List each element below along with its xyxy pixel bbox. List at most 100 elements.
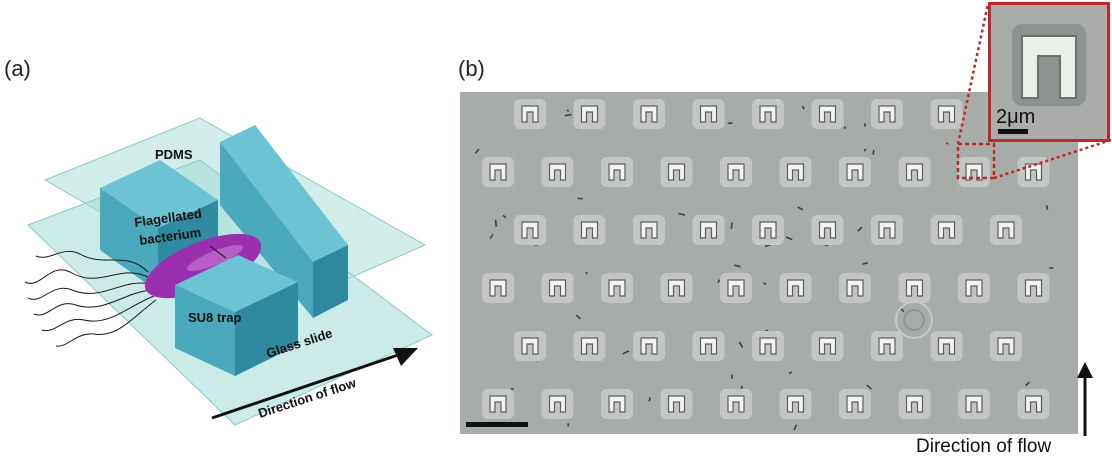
trap-halo bbox=[482, 389, 514, 419]
panel-a-label: (a) bbox=[4, 56, 31, 81]
trap bbox=[580, 337, 599, 355]
trap bbox=[905, 163, 924, 181]
trap bbox=[878, 105, 896, 123]
trap bbox=[846, 163, 864, 181]
trap-halo bbox=[958, 273, 990, 303]
debris-speck bbox=[793, 424, 798, 431]
trap-halo bbox=[482, 273, 514, 303]
trap-halo bbox=[811, 215, 844, 245]
trap bbox=[608, 279, 626, 297]
debris-speck bbox=[510, 387, 514, 391]
trap bbox=[878, 337, 896, 355]
trap-label: SU8 trap bbox=[188, 310, 242, 325]
trap bbox=[640, 221, 658, 239]
trap bbox=[759, 337, 777, 355]
debris-speck bbox=[622, 350, 630, 355]
trap bbox=[786, 163, 805, 181]
trap-halo bbox=[1017, 157, 1050, 187]
debris-speck bbox=[872, 149, 875, 155]
inset-scale-bar bbox=[998, 129, 1028, 134]
trap-halo bbox=[898, 157, 931, 187]
inset-scale-label: 2μm bbox=[996, 106, 1035, 128]
debris-speck bbox=[730, 374, 734, 379]
debris-speck bbox=[730, 222, 733, 230]
trap-halo bbox=[660, 273, 693, 303]
bubble-artefact bbox=[895, 301, 933, 339]
trap bbox=[878, 221, 896, 239]
trap bbox=[905, 279, 924, 297]
debris-speck bbox=[575, 314, 581, 320]
trap bbox=[786, 279, 805, 297]
trap bbox=[727, 395, 745, 413]
trap bbox=[548, 163, 567, 181]
trap-halo bbox=[601, 157, 633, 187]
trap bbox=[965, 279, 983, 297]
trap-halo bbox=[601, 389, 633, 419]
trap-halo bbox=[514, 99, 546, 129]
trap-halo bbox=[514, 331, 546, 361]
trap bbox=[937, 221, 956, 239]
trap bbox=[759, 105, 777, 123]
trap bbox=[640, 105, 658, 123]
debris-speck bbox=[866, 384, 872, 390]
trap-halo bbox=[660, 389, 693, 419]
debris-speck bbox=[474, 148, 480, 154]
trap bbox=[818, 105, 837, 123]
trap bbox=[965, 163, 983, 181]
debris-speck bbox=[788, 371, 793, 375]
flow-caption: Direction of flow bbox=[916, 436, 1052, 457]
trap-halo bbox=[514, 215, 546, 245]
trap-halo bbox=[541, 273, 574, 303]
trap-halo bbox=[930, 331, 963, 361]
trap-halo bbox=[633, 215, 665, 245]
trap-halo bbox=[871, 215, 903, 245]
debris-speck bbox=[801, 105, 805, 110]
trap-halo bbox=[573, 215, 606, 245]
trap-halo bbox=[633, 331, 665, 361]
trap-halo bbox=[839, 273, 871, 303]
trap-halo bbox=[541, 389, 574, 419]
debris-speck bbox=[494, 219, 498, 227]
debris-speck bbox=[857, 226, 863, 232]
trap-halo bbox=[482, 157, 514, 187]
trap bbox=[640, 337, 658, 355]
trap-halo bbox=[958, 389, 990, 419]
debris-speck bbox=[585, 271, 588, 275]
trap bbox=[727, 163, 745, 181]
debris-speck bbox=[843, 126, 847, 130]
trap bbox=[699, 105, 718, 123]
trap-halo bbox=[839, 157, 871, 187]
trap-halo bbox=[990, 215, 1022, 245]
trap-halo bbox=[573, 99, 606, 129]
trap bbox=[580, 221, 599, 239]
debris-speck bbox=[738, 341, 744, 349]
pdms-label: PDMS bbox=[155, 147, 193, 162]
trap-halo bbox=[871, 331, 903, 361]
trap-grid bbox=[482, 99, 1050, 419]
trap bbox=[905, 395, 924, 413]
trap bbox=[786, 395, 805, 413]
trap bbox=[699, 337, 718, 355]
trap-halo bbox=[871, 99, 903, 129]
trap-halo bbox=[660, 157, 693, 187]
debris-speck bbox=[945, 142, 949, 145]
trap bbox=[818, 221, 837, 239]
debris-speck bbox=[734, 264, 741, 268]
trap-halo bbox=[601, 273, 633, 303]
debris-speck bbox=[863, 148, 867, 152]
trap-halo bbox=[752, 215, 784, 245]
channel-wall-block bbox=[220, 125, 348, 318]
trap-halo bbox=[811, 331, 844, 361]
micrograph bbox=[460, 92, 1078, 434]
inset-trap bbox=[1021, 35, 1077, 99]
trap bbox=[846, 279, 864, 297]
zoom-inset: 2μm bbox=[988, 2, 1110, 142]
trap bbox=[997, 337, 1015, 355]
trap-halo bbox=[811, 99, 844, 129]
bacterium-highlight bbox=[187, 245, 243, 271]
trap-halo bbox=[633, 99, 665, 129]
debris-speck bbox=[678, 212, 686, 216]
trap bbox=[937, 105, 956, 123]
trap bbox=[1024, 395, 1043, 413]
micrograph-scale-bar bbox=[466, 422, 528, 427]
